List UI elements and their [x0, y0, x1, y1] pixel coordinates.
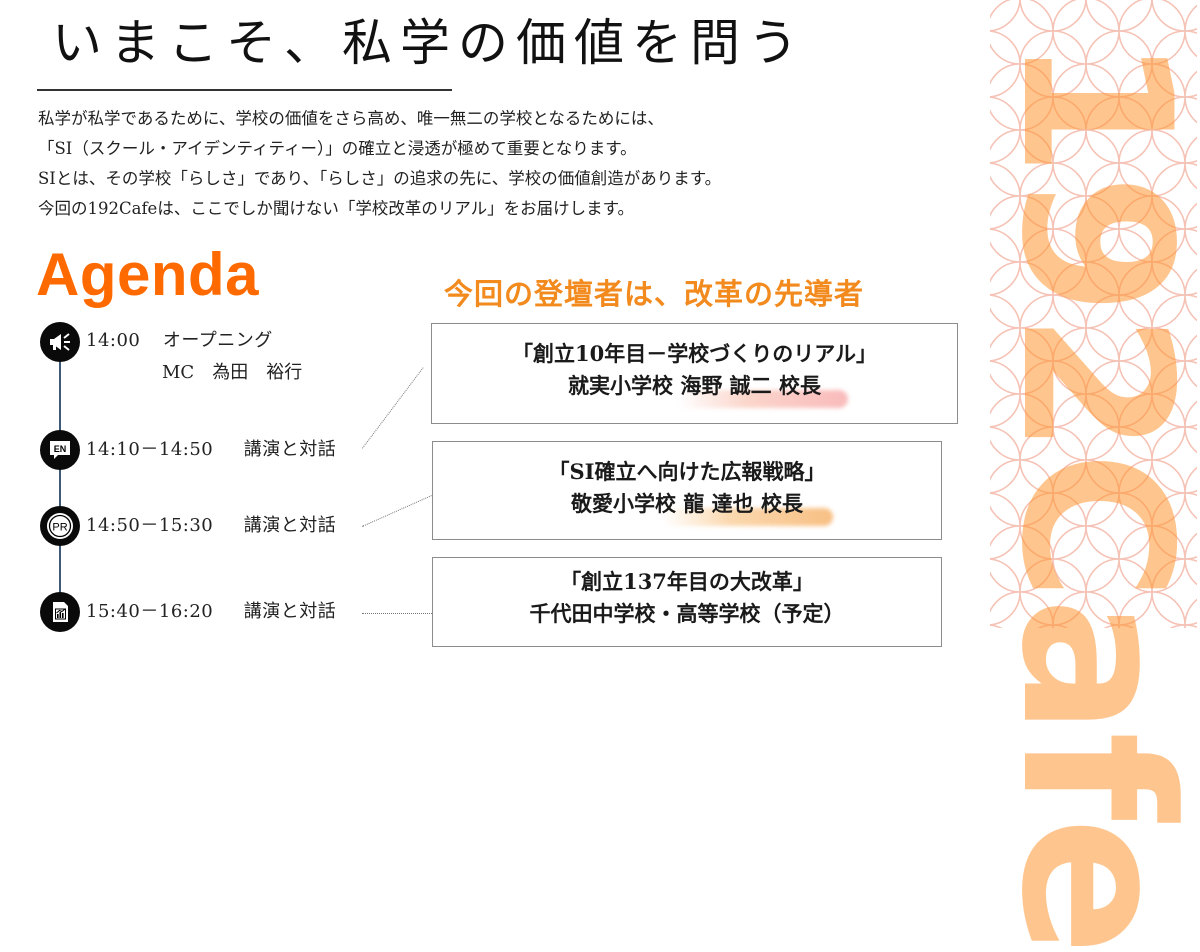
- en-speech-bubble-icon: EN: [40, 430, 80, 470]
- agenda-time: 14:00: [86, 330, 141, 351]
- intro-paragraph: 私学が私学であるために、学校の価値をさら高め、唯一無二の学校となるためには、 「…: [38, 104, 721, 224]
- agenda-item-opening: 14:00 オープニング: [86, 329, 273, 353]
- timeline-line: [59, 350, 61, 630]
- agenda-label: 講演と対話: [243, 601, 337, 622]
- megaphone-icon: [40, 322, 80, 362]
- talk-title: 「創立137年目の大改革」: [560, 569, 814, 594]
- pr-badge-icon: PR: [40, 506, 80, 546]
- agenda-time: 14:10－14:50: [86, 439, 214, 460]
- agenda-item-session-3: 15:40－16:20 講演と対話: [86, 600, 336, 624]
- agenda-mc: MC 為田 裕行: [162, 362, 303, 383]
- agenda-item-session-1: 14:10－14:50 講演と対話: [86, 438, 336, 462]
- brush-stroke: [663, 508, 833, 526]
- intro-line: SIとは、その学校「らしさ」であり、「らしさ」の追求の先に、学校の価値創造があり…: [38, 169, 722, 188]
- talk-title: 「創立10年目－学校づくりのリアル」: [511, 341, 877, 366]
- agenda-time: 15:40－16:20: [86, 601, 214, 622]
- brush-stroke: [678, 390, 848, 408]
- speaker-name: 就実小学校 海野 誠二 校長: [568, 373, 821, 398]
- connector-line: [362, 494, 434, 527]
- intro-line: 私学が私学であるために、学校の価値をさら高め、唯一無二の学校となるためには、: [38, 109, 664, 128]
- report-chart-icon: [40, 592, 80, 632]
- agenda-time: 14:50－15:30: [86, 515, 214, 536]
- speaker-card-2: 「SI確立へ向けた広報戦略」 敬愛小学校 龍 達也 校長: [432, 441, 942, 540]
- talk-title: 「SI確立へ向けた広報戦略」: [548, 459, 826, 484]
- brand-watermark: 192Cafe: [976, 35, 1200, 952]
- connector-line: [362, 367, 424, 449]
- intro-line: 「SI（スクール・アイデンティティー）」の確立と浸透が極めて重要となります。: [38, 139, 637, 158]
- agenda-item-session-2: 14:50－15:30 講演と対話: [86, 514, 336, 538]
- speaker-card-3: 「創立137年目の大改革」 千代田中学校・高等学校（予定）: [432, 557, 942, 647]
- agenda-heading: Agenda: [36, 241, 260, 308]
- speaker-name: 千代田中学校・高等学校（予定）: [529, 601, 845, 626]
- speaker-name: 敬愛小学校 龍 達也 校長: [571, 491, 803, 516]
- agenda-label: 講演と対話: [243, 515, 337, 536]
- connector-line: [362, 613, 432, 614]
- intro-line: 今回の192Cafeは、ここでしか聞けない「学校改革のリアル」をお届けします。: [38, 199, 635, 218]
- speaker-card-1: 「創立10年目－学校づくりのリアル」 就実小学校 海野 誠二 校長: [431, 323, 958, 424]
- decorative-pattern: [990, 0, 1200, 630]
- agenda-label: 講演と対話: [243, 439, 337, 460]
- title-underline: [37, 89, 452, 91]
- page-title: いまこそ、私学の価値を問う: [52, 14, 806, 72]
- svg-text:EN: EN: [54, 444, 67, 454]
- agenda-label: オープニング: [162, 330, 273, 351]
- speakers-heading: 今回の登壇者は、改革の先導者: [444, 277, 865, 311]
- svg-text:PR: PR: [52, 522, 67, 534]
